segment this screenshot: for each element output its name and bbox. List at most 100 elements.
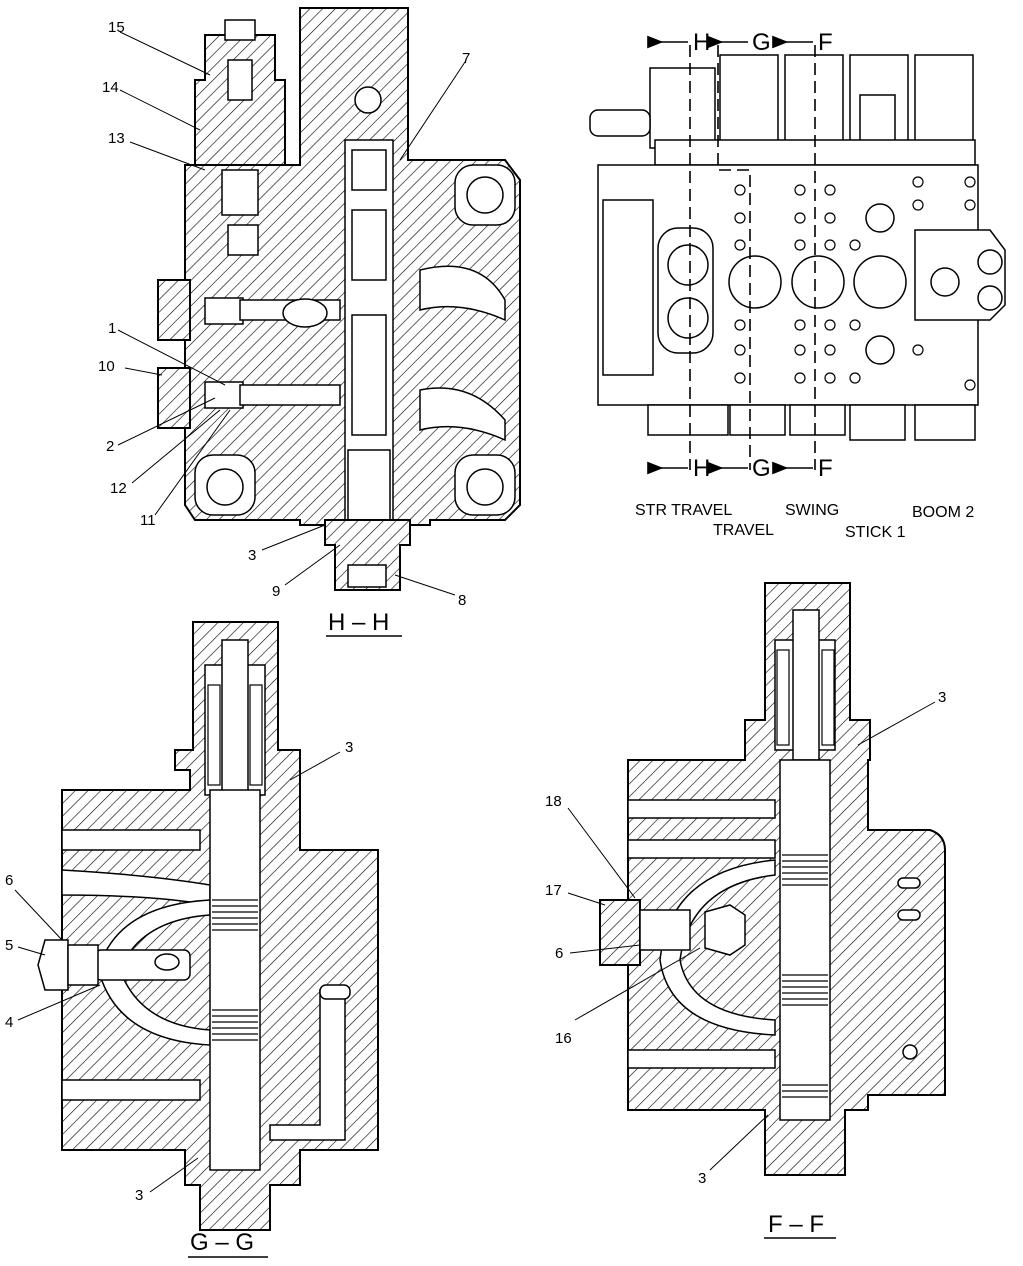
hh-cap-nut — [224, 19, 256, 41]
top-bottom-fitting-3 — [789, 404, 846, 436]
top-small-port-1 — [865, 203, 895, 233]
section-label-boom-2: BOOM 2 — [912, 504, 974, 521]
top-boom-center — [930, 267, 960, 297]
hh-spool-land-2 — [351, 209, 387, 281]
gg-view-title: G – G — [190, 1229, 254, 1256]
ff-callout-17: 17 — [545, 882, 562, 899]
ff-slot-2 — [897, 909, 921, 921]
gg-callout-6: 6 — [5, 872, 13, 889]
ff-callout-16: 16 — [555, 1030, 572, 1047]
hh-passage-4 — [419, 387, 506, 442]
ff-passage-2 — [627, 839, 776, 859]
hh-callout-14: 14 — [102, 79, 119, 96]
gg-spring-left — [207, 684, 221, 786]
cut-mark-g-bottom: G — [752, 455, 771, 482]
hh-check-lower — [204, 381, 244, 409]
section-label-travel: TRAVEL — [713, 522, 774, 539]
top-small-port-2 — [865, 335, 895, 365]
hh-top-port — [354, 86, 382, 114]
hh-passage-2 — [239, 384, 341, 406]
cut-mark-f-top: F — [818, 29, 833, 56]
hh-side-port-lower — [157, 367, 191, 429]
ff-spool-grooves — [782, 854, 828, 1098]
top-travel-port — [728, 255, 782, 309]
top-view: H G F H G F STR TRAVEL TRAVEL SWING STIC… — [589, 29, 1006, 541]
top-end-plate — [602, 199, 654, 376]
hh-callout-3: 3 — [248, 547, 256, 564]
top-side-connector — [589, 109, 651, 137]
gg-spring-rod — [221, 639, 249, 801]
hh-end-cap — [324, 519, 411, 591]
section-label-str-travel: STR TRAVEL — [635, 502, 732, 519]
top-cap-5 — [914, 54, 974, 151]
ff-check-poppet — [704, 904, 746, 956]
cut-mark-h-top: H — [693, 29, 710, 56]
top-boom-port-b — [977, 285, 1003, 311]
gg-spool-bore — [209, 789, 261, 1171]
gg-passage-1 — [61, 829, 201, 851]
hh-callout-9: 9 — [272, 583, 280, 600]
hh-callout-12: 12 — [110, 480, 127, 497]
hh-callout-8: 8 — [458, 592, 466, 609]
cut-mark-h-bottom: H — [693, 455, 710, 482]
top-bottom-fitting-5 — [914, 404, 976, 441]
section-ff-view — [599, 582, 946, 1176]
hh-callout-1: 1 — [108, 320, 116, 337]
ff-small-hole — [902, 1044, 918, 1060]
hh-bolt-hole-bottom-right — [466, 468, 504, 506]
cut-mark-g-top: G — [752, 29, 771, 56]
gg-callout-3-bottom: 3 — [135, 1187, 143, 1204]
hh-callout-7: 7 — [462, 50, 470, 67]
cut-line-g — [717, 45, 751, 470]
hh-side-port-upper — [157, 279, 191, 341]
ff-view-title: F – F — [768, 1211, 824, 1238]
gg-check-orifice — [154, 953, 180, 971]
top-port-a — [667, 244, 709, 286]
hh-end-plug — [347, 564, 387, 588]
gg-plug-head — [37, 939, 69, 991]
hh-callout-15: 15 — [108, 19, 125, 36]
top-boom-port-a — [977, 249, 1003, 275]
hh-spool-end — [347, 449, 391, 531]
section-label-swing: SWING — [785, 502, 839, 519]
hh-callout-10: 10 — [98, 358, 115, 375]
hh-passage-3 — [419, 265, 506, 322]
top-bottom-fitting-4 — [849, 404, 906, 441]
ff-callouts: 3 18 17 6 16 3 — [545, 689, 946, 1187]
gg-callout-5: 5 — [5, 937, 13, 954]
hh-callouts: 15 14 13 1 10 2 12 11 7 3 9 8 — [98, 19, 470, 609]
ff-callout-3-top: 3 — [938, 689, 946, 706]
ff-passage-1 — [627, 799, 776, 819]
hh-seat — [221, 169, 259, 216]
hh-callout-13: 13 — [108, 130, 125, 147]
hh-poppet — [227, 59, 253, 101]
hh-core-hole — [282, 298, 328, 328]
hh-bolt-hole-bottom-left — [206, 468, 244, 506]
ff-plug-bore — [639, 909, 691, 951]
section-label-stick-1: STICK 1 — [845, 524, 906, 541]
ff-spring-rod — [792, 609, 820, 761]
ff-spring-left — [776, 649, 790, 746]
gg-spring-right — [249, 684, 263, 786]
gg-passage-3 — [61, 1079, 201, 1101]
ff-side-plug — [599, 899, 641, 966]
gg-slot — [319, 984, 351, 1000]
gg-plug-thread — [67, 944, 99, 986]
top-cap-3 — [784, 54, 844, 151]
top-bottom-fitting-2 — [729, 404, 786, 436]
gg-spool-grooves — [212, 899, 258, 1041]
top-cap-1 — [649, 67, 716, 149]
section-gg-view — [37, 621, 379, 1231]
ff-spool-bore — [779, 759, 831, 1121]
top-cap-2 — [719, 54, 779, 151]
ff-callout-6: 6 — [555, 945, 563, 962]
hh-check-upper — [204, 297, 244, 325]
gg-callout-3-top: 3 — [345, 739, 353, 756]
gg-callouts: 3 6 5 4 3 — [5, 739, 353, 1204]
ff-spring-right — [821, 649, 835, 746]
gg-callout-4: 4 — [5, 1014, 13, 1031]
hh-bolt-hole-top-right — [466, 176, 504, 214]
hh-plug — [227, 224, 259, 256]
ff-callout-18: 18 — [545, 793, 562, 810]
